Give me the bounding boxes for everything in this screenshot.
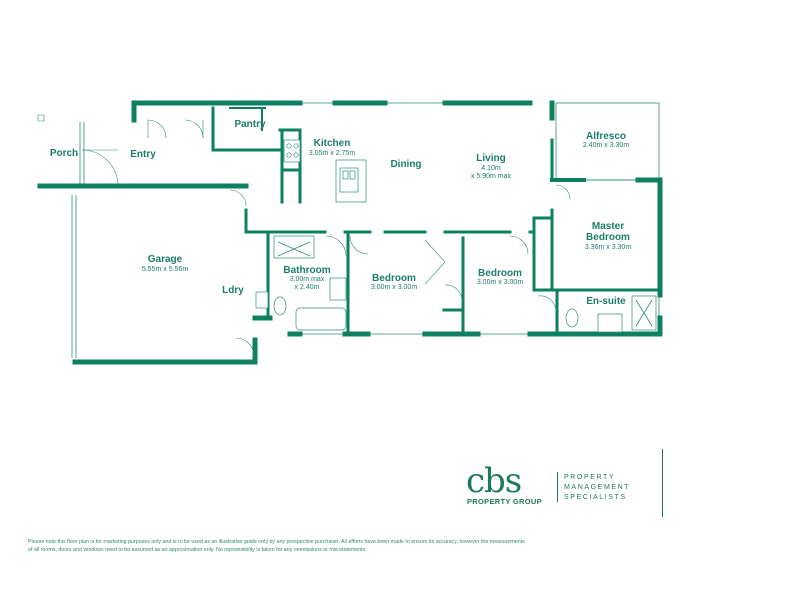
room-label-living: Living <box>476 153 505 164</box>
room-label-porch: Porch <box>50 148 78 159</box>
room-dim-bathroom-2: x 2.40m <box>295 284 320 291</box>
room-label-dining: Dining <box>390 159 421 170</box>
logo-subtitle: PROPERTY GROUP <box>467 497 542 506</box>
logo-tagline-3: SPECIALISTS <box>564 494 627 501</box>
laundry-tub <box>255 291 269 309</box>
walls <box>37 100 663 365</box>
doors <box>37 114 571 357</box>
company-logo: cbs PROPERTY GROUP PROPERTY MANAGEMENT S… <box>466 464 666 524</box>
room-label-pantry: Pantry <box>234 119 266 130</box>
room-label-bedroom-2: Bedroom <box>372 273 416 284</box>
room-dim-alfresco: 2.40m x 3.30m <box>583 142 629 149</box>
room-label-bedroom-3: Bedroom <box>478 268 522 279</box>
room-label-bathroom: Bathroom <box>283 265 330 276</box>
shower <box>273 235 315 259</box>
room-label-laundry: Ldry <box>222 285 244 296</box>
room-dim-bedroom-3: 3.00m x 3.00m <box>477 279 523 286</box>
logo-tagline-1: PROPERTY <box>564 474 616 481</box>
fixtures <box>255 139 657 333</box>
disclaimer-text: Please note this floor plan is for marke… <box>28 539 525 553</box>
room-label-alfresco: Alfresco <box>586 131 626 142</box>
ensuite-toilet <box>565 308 579 328</box>
logo-tagline-2: MANAGEMENT <box>564 484 631 491</box>
stove <box>283 139 301 163</box>
room-dim-kitchen: 3.05m x 2.75m <box>309 150 355 157</box>
room-dim-bedroom-2: 3.00m x 3.00m <box>371 284 417 291</box>
room-dim-garage: 5.55m x 5.56m <box>142 266 188 273</box>
bathtub <box>295 307 347 331</box>
logo-separator <box>557 472 558 502</box>
room-label-garage: Garage <box>148 254 183 265</box>
room-dim-master: 3.36m x 3.30m <box>585 244 631 251</box>
vanity <box>329 277 347 301</box>
ensuite-vanity <box>597 313 623 333</box>
room-dim-bathroom-1: 3.00m max <box>290 276 325 283</box>
room-label-master-2: Bedroom <box>586 232 630 243</box>
room-label-kitchen: Kitchen <box>314 138 351 149</box>
room-dim-living-1: 4.10m <box>481 165 501 172</box>
outline-lines <box>71 102 660 358</box>
room-dim-living-2: x 5.90m max <box>471 173 512 180</box>
room-label-ensuite: En-suite <box>586 296 626 307</box>
toilet <box>273 296 287 316</box>
room-label-entry: Entry <box>130 149 156 160</box>
room-label-master-1: Master <box>592 221 624 232</box>
logo-wordmark: cbs <box>466 461 522 501</box>
logo-divider <box>662 449 663 517</box>
